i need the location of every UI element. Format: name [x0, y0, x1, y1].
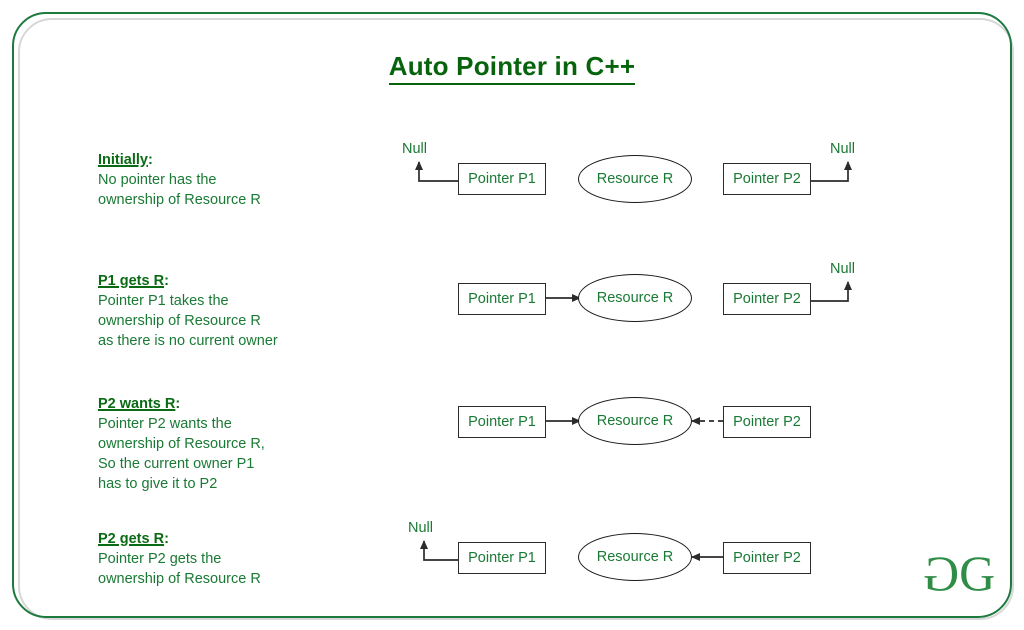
step-description-p2-wants-r: P2 wants R: Pointer P2 wants the ownersh…: [98, 394, 265, 494]
step-body-line: ownership of Resource R: [98, 571, 261, 587]
step-body-line: as there is no current owner: [98, 333, 278, 349]
null-label-row1-right: Null: [830, 141, 855, 157]
logo-mirrored-g-icon: G: [925, 545, 960, 601]
step-heading-colon: :: [147, 152, 153, 168]
node-resource-r-row2[interactable]: Resource R: [578, 274, 692, 322]
step-body-line: Pointer P1 takes the: [98, 293, 229, 309]
step-body-line: ownership of Resource R: [98, 192, 261, 208]
step-body-line: So the current owner P1: [98, 456, 255, 472]
node-pointer-p2-row4[interactable]: Pointer P2: [723, 542, 811, 574]
node-pointer-p1-row3[interactable]: Pointer P1: [458, 406, 546, 438]
edge-row1-p2-to-null: [811, 161, 852, 182]
step-description-p2-gets-r: P2 gets R: Pointer P2 gets the ownership…: [98, 529, 261, 589]
step-heading-text: P2 gets R: [98, 531, 165, 547]
step-heading-initially: Initially:: [98, 150, 261, 170]
step-body-line: Pointer P2 wants the: [98, 416, 232, 432]
step-heading-colon: :: [175, 396, 181, 412]
null-label-row4-left: Null: [408, 520, 433, 536]
step-body-line: No pointer has the: [98, 172, 217, 188]
step-heading-p2-wants-r: P2 wants R:: [98, 394, 265, 414]
node-pointer-p2-row2[interactable]: Pointer P2: [723, 283, 811, 315]
step-heading-text: Initially: [98, 152, 148, 168]
step-body-line: has to give it to P2: [98, 476, 218, 492]
null-label-row1-left: Null: [402, 141, 427, 157]
edge-row2-p2-to-null: [811, 281, 852, 302]
node-pointer-p2-row1[interactable]: Pointer P2: [723, 163, 811, 195]
node-resource-r-row3[interactable]: Resource R: [578, 397, 692, 445]
step-body-line: Pointer P2 gets the: [98, 551, 222, 567]
step-heading-text: P1 gets R: [98, 273, 165, 289]
edge-row1-p1-to-null: [415, 161, 458, 182]
step-heading-text: P2 wants R: [98, 396, 176, 412]
node-pointer-p1-row1[interactable]: Pointer P1: [458, 163, 546, 195]
logo-g-icon: G: [959, 545, 995, 601]
frame-shadow-border: [18, 18, 1014, 620]
page-title-text: Auto Pointer in C++: [388, 51, 636, 85]
node-pointer-p2-row3[interactable]: Pointer P2: [723, 406, 811, 438]
step-body-line: ownership of Resource R: [98, 313, 261, 329]
step-description-initially: Initially: No pointer has the ownership …: [98, 150, 261, 210]
step-heading-colon: :: [164, 273, 169, 289]
step-heading-p2-gets-r: P2 gets R:: [98, 529, 261, 549]
node-resource-r-row4[interactable]: Resource R: [578, 533, 692, 581]
step-heading-colon: :: [164, 531, 169, 547]
step-heading-p1-gets-r: P1 gets R:: [98, 271, 278, 291]
geeksforgeeks-logo: GG: [925, 545, 1005, 601]
frame-green-border: [12, 12, 1012, 618]
node-pointer-p1-row2[interactable]: Pointer P1: [458, 283, 546, 315]
step-body-line: ownership of Resource R,: [98, 436, 265, 452]
edge-row4-p1-to-null: [420, 540, 458, 561]
page-title: Auto Pointer in C++: [0, 51, 1024, 85]
null-label-row2-right: Null: [830, 261, 855, 277]
node-resource-r-row1[interactable]: Resource R: [578, 155, 692, 203]
node-pointer-p1-row4[interactable]: Pointer P1: [458, 542, 546, 574]
step-description-p1-gets-r: P1 gets R: Pointer P1 takes the ownershi…: [98, 271, 278, 351]
